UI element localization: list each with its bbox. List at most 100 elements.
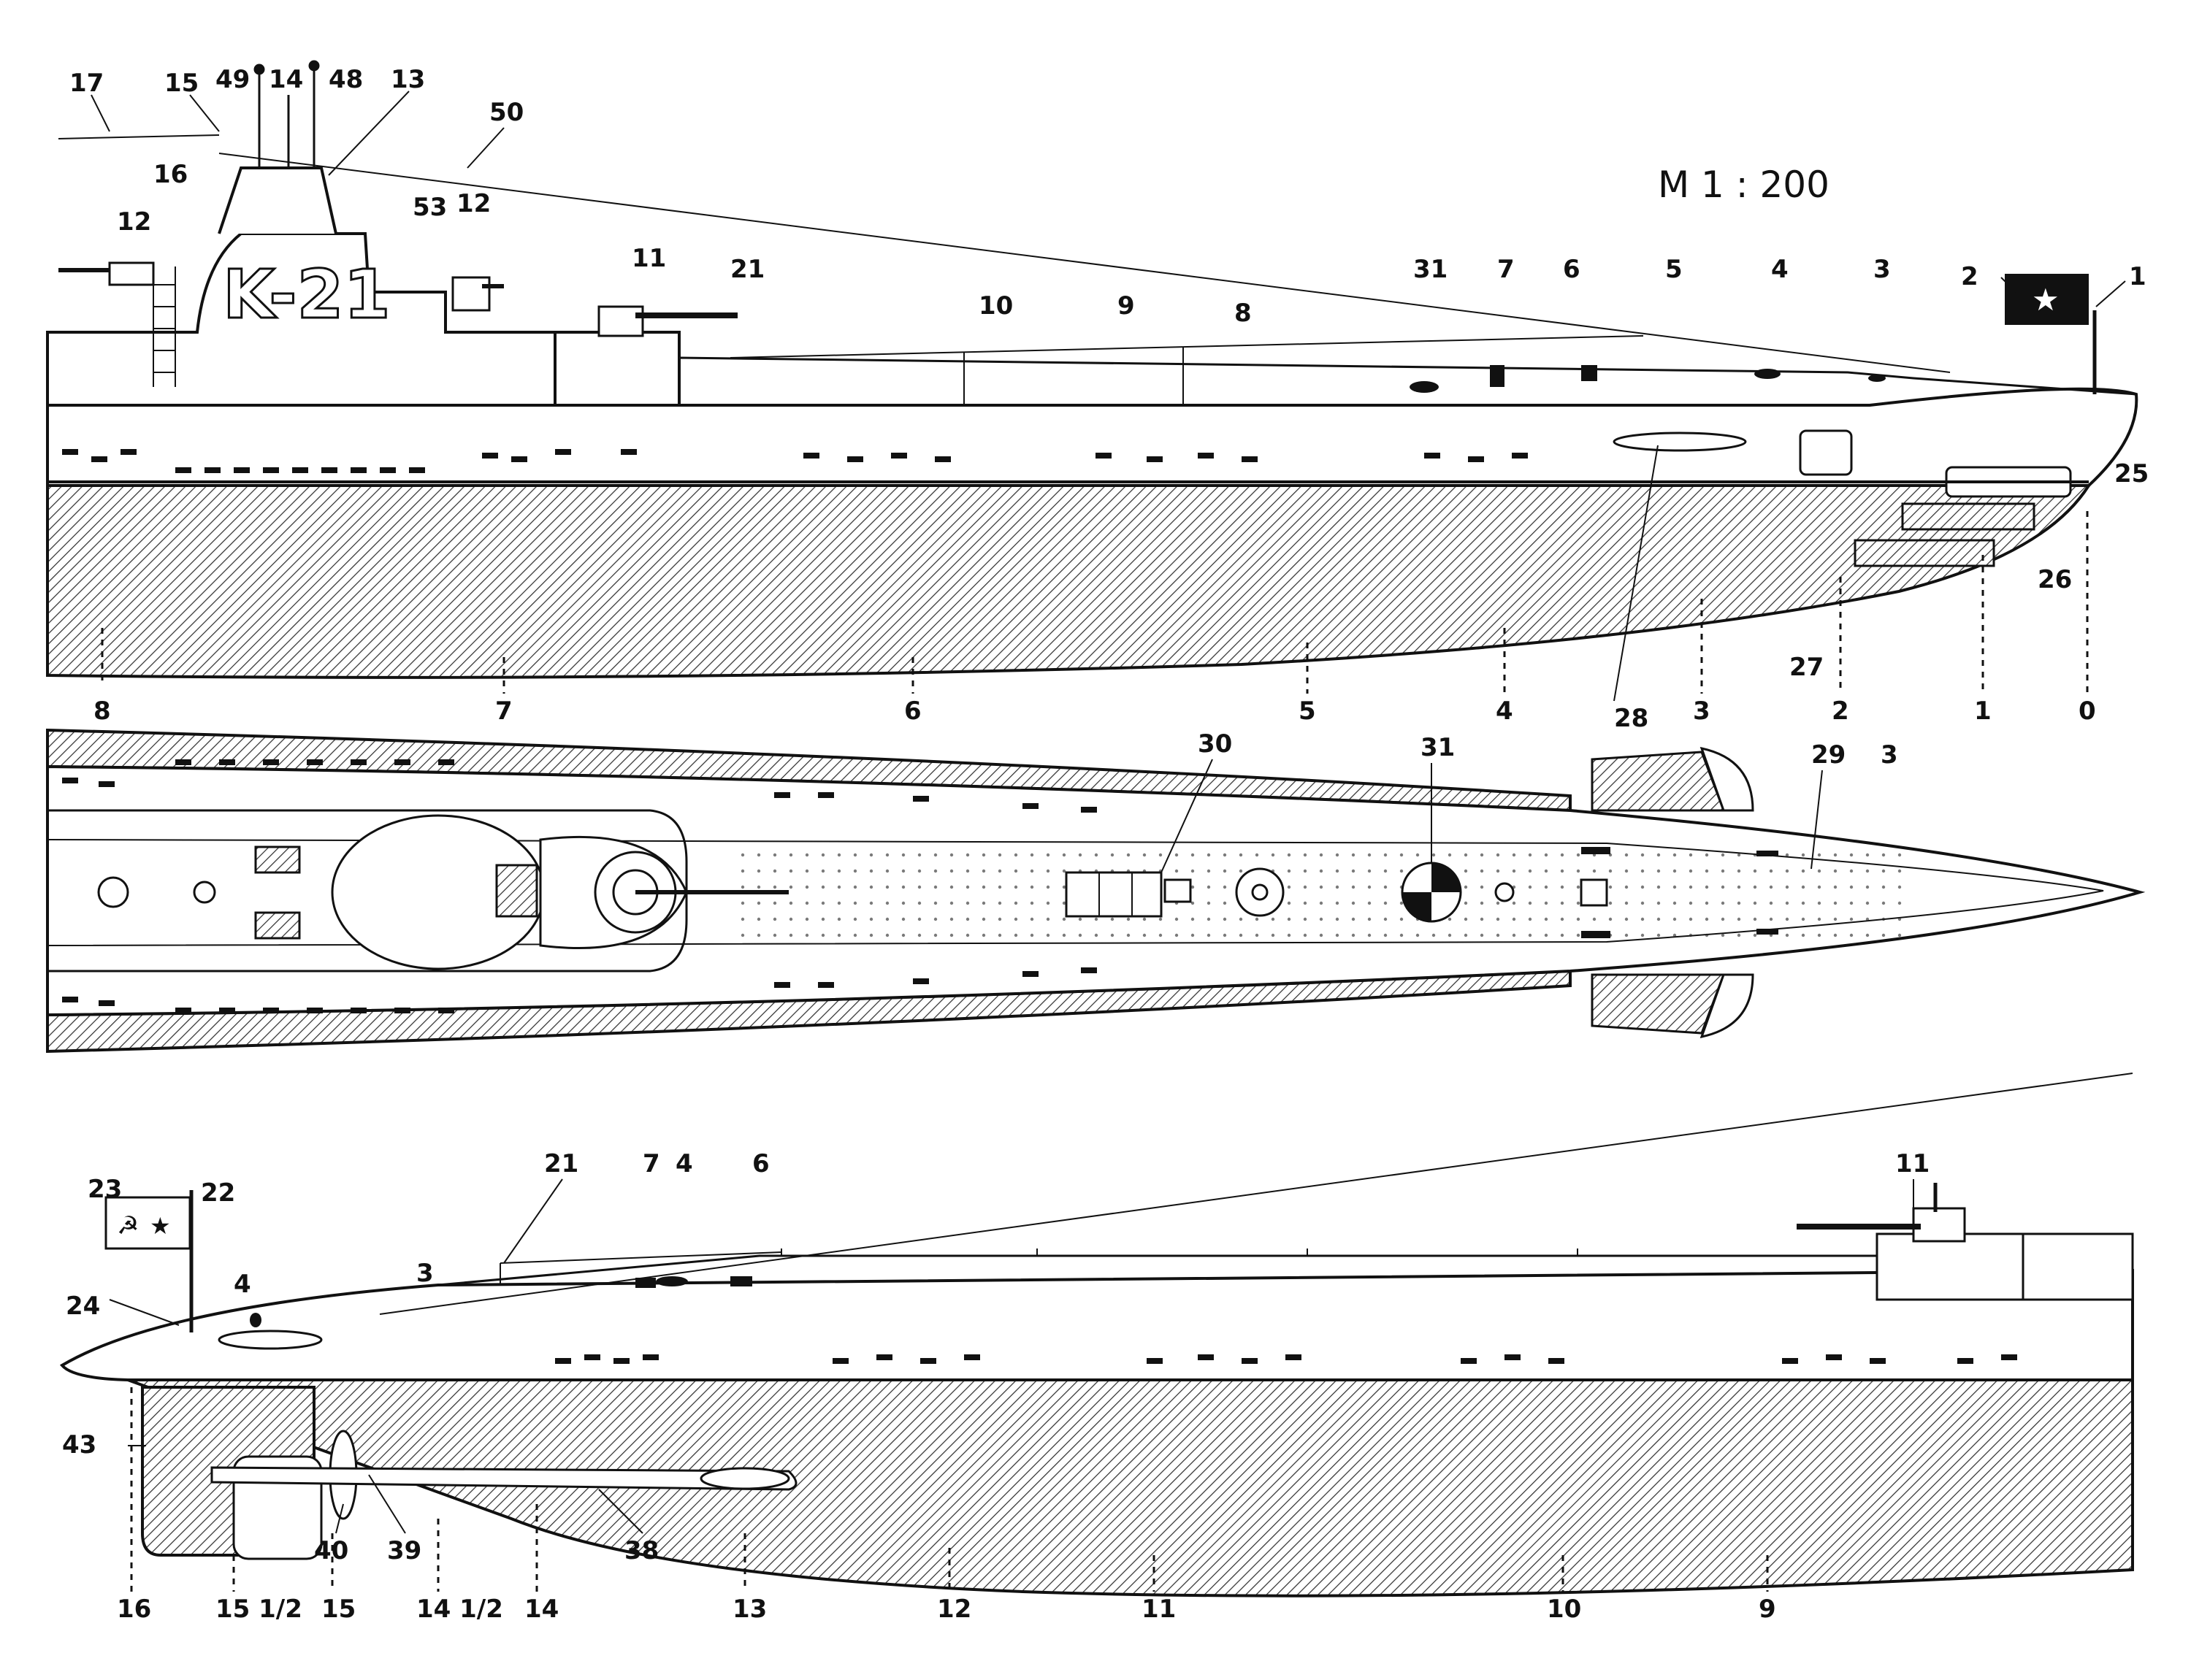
deck-gun-icon [58, 261, 738, 337]
antenna-wire [379, 1073, 2133, 1315]
propeller-icon [1401, 862, 1462, 923]
callout-label: 1 [2129, 262, 2146, 291]
callout-label: 26 [2038, 565, 2072, 594]
conning-tower [46, 232, 557, 407]
frame-label: 6 [904, 697, 922, 726]
callout-label: 2 [1961, 262, 1978, 291]
frame-label: 10 [1547, 1595, 1581, 1624]
callout-label: 22 [201, 1178, 235, 1208]
naval-ensign-icon [104, 1196, 191, 1250]
callout-label: 3 [416, 1259, 434, 1288]
frame-label: 14 [524, 1595, 559, 1624]
stern-profile-view: ☭ ★ [59, 1073, 2134, 1597]
callout-label: 6 [752, 1149, 770, 1178]
callout-label: 21 [730, 255, 765, 284]
callout-label: 28 [1614, 704, 1648, 733]
callout-label: 8 [1234, 299, 1252, 328]
hydroplane-guard [1613, 431, 1747, 452]
callout-label: 23 [88, 1175, 122, 1204]
callout-label: 27 [1789, 653, 1824, 682]
callout-label: 29 [1811, 740, 1846, 770]
callout-label: 4 [676, 1149, 693, 1178]
frame-stations-top: 8 7 6 5 4 3 2 1 0 [93, 511, 2096, 726]
deck-gun-icon [1797, 1183, 2024, 1301]
frame-label: 15 1/2 [215, 1595, 302, 1624]
callout-label: 48 [329, 65, 363, 94]
callout-label: 4 [1771, 255, 1789, 284]
callout-label: 9 [1117, 291, 1135, 321]
bow-profile-view: K-21 ★ [46, 60, 2138, 679]
frame-label: 14 1/2 [416, 1595, 503, 1624]
callout-label: 31 [1413, 255, 1448, 284]
callout-label: 50 [489, 98, 524, 127]
periscope-masts [253, 60, 320, 168]
frame-label: 0 [2079, 697, 2096, 726]
callout-label: 25 [2114, 459, 2149, 488]
callout-label: 11 [1895, 1149, 1930, 1178]
stern-upper-hull [59, 1268, 2134, 1381]
callout-label: 12 [456, 189, 491, 218]
callout-label: 39 [387, 1536, 421, 1565]
stern-lower-hull [127, 1378, 2134, 1597]
callout-label: 15 [164, 69, 199, 98]
frame-label: 8 [93, 697, 111, 726]
callout-label: 38 [624, 1536, 659, 1565]
stern-fairlead [218, 1330, 323, 1350]
propeller-shaft [210, 1466, 798, 1491]
callout-label: 49 [215, 65, 250, 94]
callout-label: 53 [413, 193, 447, 222]
callout-label: 43 [62, 1430, 96, 1460]
bow-upper-hull [46, 387, 2138, 487]
frame-label: 1 [1974, 697, 1992, 726]
bow-lower-hull [46, 484, 2092, 679]
callout-label: 17 [69, 69, 104, 98]
callout-label: 31 [1420, 733, 1455, 762]
scale-label: M 1 : 200 [1658, 164, 1829, 206]
frame-stations-bottom: 16 15 1/2 15 14 1/2 14 13 12 11 10 9 [117, 1387, 1776, 1624]
callout-label: 5 [1665, 255, 1683, 284]
hatch-block [1065, 871, 1163, 918]
frame-label: 13 [733, 1595, 767, 1624]
hydroplane-starboard [1591, 973, 1726, 1035]
callout-label: 40 [314, 1536, 348, 1565]
callout-label: 21 [544, 1149, 578, 1178]
frame-label: 11 [1142, 1595, 1176, 1624]
callout-label: 16 [153, 160, 188, 189]
anchor-icon [1799, 429, 1853, 476]
callout-label: 7 [1497, 255, 1515, 284]
frame-label: 2 [1832, 697, 1849, 726]
callout-label: 4 [234, 1270, 251, 1299]
antenna-wire [218, 153, 1951, 373]
stern-callouts: 23 22 24 4 3 21 7 4 6 11 43 40 39 38 [62, 1149, 1930, 1565]
frame-label: 15 [321, 1595, 356, 1624]
callout-label: 12 [117, 207, 151, 237]
hydroplane-port [1591, 751, 1726, 812]
naval-ensign-icon [2005, 274, 2089, 325]
plan-callouts: 30 31 29 3 [1160, 729, 1898, 873]
callout-label: 3 [1881, 740, 1898, 770]
callout-label: 10 [979, 291, 1013, 321]
star-icon: ★ [150, 1212, 171, 1240]
frame-label: 9 [1759, 1595, 1776, 1624]
star-icon: ★ [2032, 282, 2060, 318]
frame-label: 5 [1299, 697, 1316, 726]
deck-plan-view [46, 728, 2146, 1054]
callout-label: 13 [391, 65, 425, 94]
callout-label: 24 [66, 1292, 100, 1321]
callout-label: 7 [643, 1149, 660, 1178]
callout-label: 3 [1873, 255, 1891, 284]
frame-label: 12 [937, 1595, 971, 1624]
flood-holes-upper [62, 449, 1528, 473]
hammer-sickle-icon: ☭ [117, 1211, 139, 1240]
frame-label: 7 [495, 697, 513, 726]
callout-label: 11 [632, 244, 666, 273]
boat-number: K-21 [223, 256, 391, 334]
callout-label: 14 [269, 65, 303, 94]
frame-label: 4 [1496, 697, 1513, 726]
frame-label: 16 [117, 1595, 151, 1624]
callout-label: 30 [1198, 729, 1232, 759]
gun-platform [554, 331, 681, 407]
bow-callouts: 17 15 49 14 48 13 50 16 12 53 12 11 21 1… [69, 65, 2149, 733]
frame-label: 3 [1693, 697, 1710, 726]
